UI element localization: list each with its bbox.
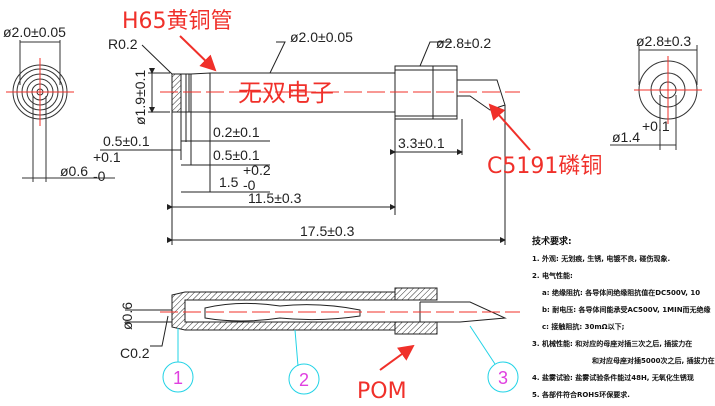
dim-1-5-up: +0.2 — [243, 162, 271, 178]
insulator-label: POM — [357, 379, 407, 404]
dim-11-5: 11.5±0.3 — [248, 190, 302, 206]
spec-line: 3. 机械性能: 和对应的母座对插三次之后, 插拔力在 — [532, 340, 693, 348]
spec-line: 4. 盐雾试验: 盐雾试验条件能过48H, 无氧化生锈现 — [532, 374, 694, 382]
tube-dia-label: ø2.0±0.05 — [290, 29, 353, 45]
left-view-dia-label: ø2.0±0.05 — [3, 24, 66, 40]
chamfer-label: C0.2 — [120, 345, 150, 361]
dim-17-5: 17.5±0.3 — [300, 223, 355, 239]
hole-dia-label: ø0.6 — [60, 163, 88, 179]
balloon-3: 3 — [487, 361, 519, 393]
radius-label: R0.2 — [108, 36, 138, 52]
dim-3-3: 3.3±0.1 — [398, 135, 445, 151]
section-view — [125, 287, 520, 367]
hole-tol-down: -0 — [93, 168, 106, 184]
right-view-dia-label: ø2.8±0.3 — [636, 33, 691, 49]
ferrule-dia-label: ø2.8±0.2 — [436, 35, 491, 51]
hole-tol-up: +0.1 — [93, 149, 121, 165]
dim-1-5-down: -0 — [243, 177, 256, 193]
dim-1-5: 1.5 — [219, 174, 239, 190]
watermark: 无双电子 — [238, 79, 334, 107]
pin-material-label: C5191磷铜 — [487, 154, 602, 179]
spec-line: a: 绝缘阻抗: 各导体间绝缘阻抗值在DC500V, 10 — [542, 289, 701, 297]
balloon-number: 1 — [173, 368, 183, 388]
dim-0-5-left: 0.5±0.1 — [103, 133, 150, 149]
pin-dia-label: ø1.4 — [612, 129, 640, 145]
balloon-2: 2 — [288, 363, 320, 395]
section-hole-dia: ø0.6 — [119, 302, 135, 330]
balloon-1: 1 — [162, 361, 194, 393]
spec-line: 1. 外观: 无划痕, 生锈, 电镀不良, 碰伤现象. — [532, 255, 671, 263]
tip-dia-label: ø1.9±0.1 — [132, 70, 148, 125]
brass-tube-label: H65黄铜管 — [122, 9, 233, 34]
main-side-view — [100, 41, 520, 245]
pin-dia-tol: +0.1 — [642, 118, 670, 134]
dim-0-5: 0.5±0.1 — [213, 147, 260, 163]
spec-title: 技术要求: — [532, 237, 572, 247]
spec-line: 5. 各部件符合ROHS环保要求. — [532, 391, 630, 399]
spec-line: 2. 电气性能: — [532, 272, 573, 280]
right-end-view — [610, 45, 702, 150]
balloon-number: 3 — [498, 368, 508, 388]
spec-line: c: 接触阻抗: 30mΩ以下; — [542, 323, 625, 331]
spec-line: 和对应母座对插5000次之后, 插拔力在 — [592, 357, 715, 365]
dim-0-2: 0.2±0.1 — [213, 124, 260, 140]
technical-requirements: 技术要求: 1. 外观: 无划痕, 生锈, 电镀不良, 碰伤现象. 2. 电气性… — [532, 234, 715, 404]
left-end-view — [6, 40, 115, 182]
balloon-number: 2 — [299, 370, 309, 390]
spec-line: b: 耐电压: 各导体间能承受AC500V, 1MIN而无绝缘 — [542, 306, 711, 314]
